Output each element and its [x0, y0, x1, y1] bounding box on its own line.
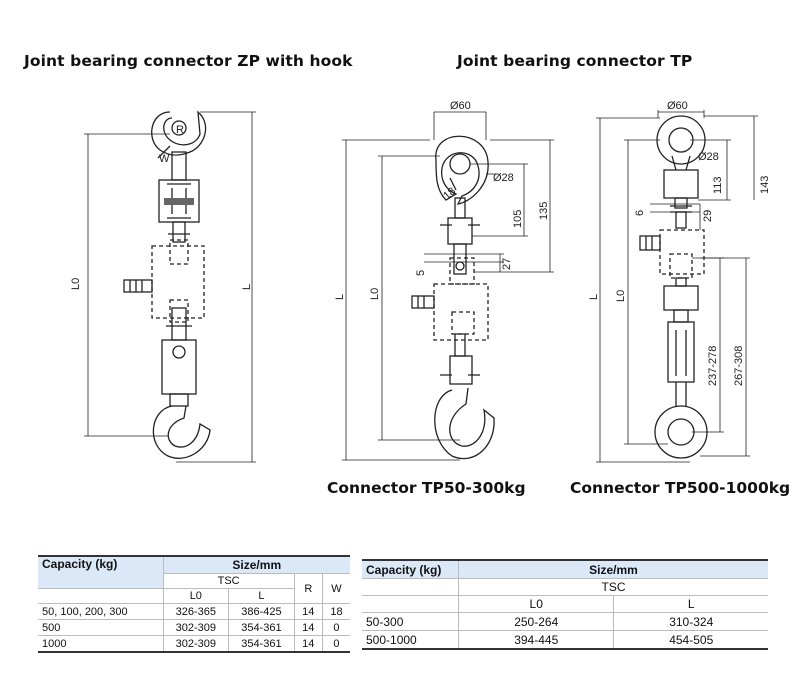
tp2-dim-237-278: 237-278 [707, 346, 719, 386]
tp2-dim-113: 113 [712, 176, 724, 194]
t1-blank [38, 588, 164, 604]
tp1-dim-l: L [334, 294, 346, 300]
heading-tp: Joint bearing connector TP [457, 52, 693, 70]
zp-top-hook [151, 110, 207, 156]
technical-drawings: L0 L R W Ø60 Ø2 [70, 100, 771, 463]
t1-r2-w: 0 [321, 635, 350, 653]
t2-r1-l0: 394-445 [457, 630, 614, 650]
tp1-dim-18: 18 [441, 185, 458, 202]
tp1-top-eye [449, 153, 471, 175]
zp-dim-l0: L0 [70, 278, 82, 290]
t2-r0-cap: 50-300 [362, 612, 459, 631]
table-row: 500-1000 394-445 454-505 [362, 630, 768, 650]
zp-upper-shank [171, 151, 187, 181]
zp-drawing [84, 110, 256, 463]
zp-lower-block [161, 339, 197, 395]
t1-r1-cap: 500 [38, 619, 164, 636]
tp2-dim-l: L [588, 294, 600, 300]
t2-blank-2 [362, 595, 459, 613]
tp2-load-cell [659, 229, 705, 275]
tp2-upper-joint [663, 169, 699, 199]
tp1-dim-27: 27 [501, 258, 513, 270]
tp1-dim-105: 105 [512, 210, 524, 228]
tp-large-drawing [596, 110, 758, 463]
zp-bottom-hook [152, 405, 211, 459]
t2-capacity-header: Capacity (kg) [362, 559, 459, 579]
tp2-dim-143: 143 [759, 176, 771, 194]
t1-r1-r: 14 [293, 619, 323, 636]
tp2-dim-l0: L0 [615, 290, 627, 302]
tp1-load-cell [433, 283, 489, 341]
tp1-dim-l0: L0 [369, 288, 381, 300]
heading-zp: Joint bearing connector ZP with hook [24, 52, 353, 70]
t2-r0-l0: 250-264 [457, 612, 614, 631]
t1-r0-l0: 326-365 [162, 603, 229, 620]
t1-r1-w: 0 [321, 619, 350, 636]
t2-col-l0: L0 [457, 595, 614, 613]
zp-dim-l: L [241, 284, 253, 290]
tp2-dim-6: 6 [634, 210, 646, 216]
tp1-lower-joint [449, 355, 473, 385]
tp-spec-table: Capacity (kg) Size/mm TSC L0 L 50-300 25… [362, 559, 768, 650]
t1-col-l0: L0 [162, 588, 229, 604]
t1-r2-l0: 302-309 [162, 635, 229, 653]
table-row: 1000 302-309 354-361 14 0 [38, 635, 350, 653]
t1-tsc-label: TSC [162, 573, 295, 589]
caption-tp-small: Connector TP50-300kg [327, 479, 526, 497]
zp-dim-w: W [159, 153, 170, 165]
table-row: 50, 100, 200, 300 326-365 386-425 14 18 [38, 603, 350, 620]
table-row: 50-300 250-264 310-324 [362, 612, 768, 631]
zp-cable-connector [123, 279, 153, 293]
t1-r2-r: 14 [293, 635, 323, 653]
tp2-dim-267-308: 267-308 [733, 346, 745, 386]
table-row: 500 302-309 354-361 14 0 [38, 619, 350, 636]
t2-tsc-label: TSC [458, 578, 768, 596]
tp1-dim-5: 5 [415, 270, 427, 276]
tp2-dim-29: 29 [702, 210, 714, 222]
tp1-upper-joint [447, 217, 473, 245]
tp1-dim-d28: Ø28 [493, 172, 514, 184]
t2-r0-l: 310-324 [613, 612, 768, 631]
tp1-top-hook [435, 135, 489, 205]
t1-col-w: W [321, 573, 350, 604]
t2-blank-1 [362, 578, 459, 596]
t2-r1-l: 454-505 [613, 630, 768, 650]
t2-size-header: Size/mm [458, 559, 768, 579]
t2-col-l: L [613, 595, 768, 613]
tp2-dim-d28: Ø28 [698, 151, 719, 163]
tp1-dim-d60: Ø60 [450, 100, 471, 112]
t1-capacity-header: Capacity (kg) [38, 555, 164, 589]
t1-r0-w: 18 [321, 603, 350, 620]
t1-r1-l: 354-361 [228, 619, 295, 636]
t2-r1-cap: 500-1000 [362, 630, 459, 650]
t1-r2-l: 354-361 [228, 635, 295, 653]
t1-r0-l: 386-425 [228, 603, 295, 620]
zp-spec-table: Capacity (kg) Size/mm TSC R W L0 L 50, 1… [38, 555, 350, 653]
tp2-dim-d60: Ø60 [667, 100, 688, 112]
zp-dim-r: R [176, 124, 184, 136]
tp2-turnbuckle [667, 321, 695, 383]
t1-col-r: R [293, 573, 323, 604]
t1-col-l: L [228, 588, 295, 604]
tp-small-drawing [342, 111, 554, 461]
tp2-cable-connector [639, 235, 661, 251]
zp-top-hook-eye [171, 120, 187, 136]
tp2-lower-joint [663, 285, 699, 311]
tp1-cable-connector [411, 295, 435, 309]
caption-tp-large: Connector TP500-1000kg [570, 479, 791, 497]
t1-r1-l0: 302-309 [162, 619, 229, 636]
zp-load-cell [151, 245, 205, 319]
tp1-dim-135: 135 [538, 202, 550, 220]
t1-r2-cap: 1000 [38, 635, 164, 653]
t1-size-header: Size/mm [162, 555, 350, 574]
tp1-bottom-hook [434, 387, 495, 460]
t1-r0-cap: 50, 100, 200, 300 [38, 603, 164, 620]
t1-r0-r: 14 [293, 603, 323, 620]
